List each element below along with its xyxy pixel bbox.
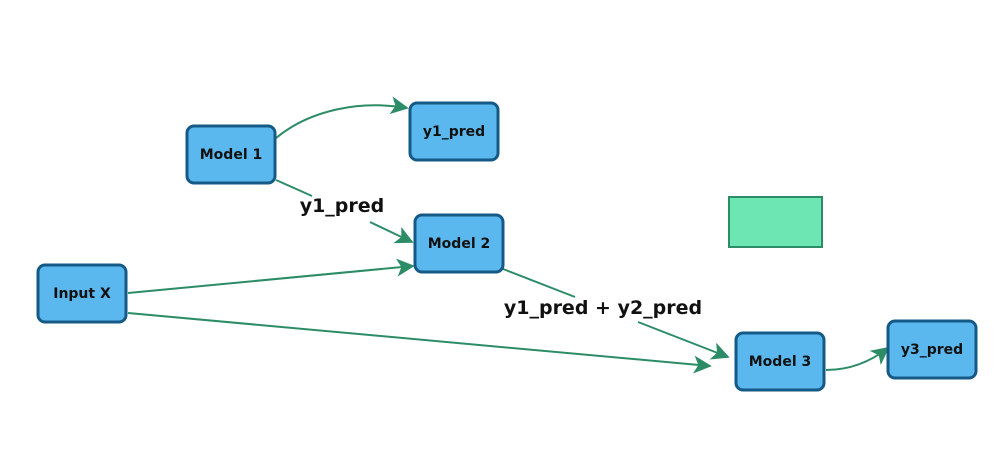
node-y1-pred-label: y1_pred <box>423 124 485 140</box>
node-y3-pred-label: y3_pred <box>901 342 963 358</box>
edge-input-to-model3 <box>127 312 712 374</box>
edge-model1-to-y1pred <box>275 96 409 139</box>
edge-label-model2-to-model3: y1_pred + y2_pred <box>504 297 702 319</box>
node-y1-pred-box <box>408 101 500 162</box>
edge-label-to-model3 <box>637 321 730 360</box>
node-y1-pred: y1_pred <box>408 101 500 162</box>
node-input-x: Input X <box>36 263 128 324</box>
node-model-1-box <box>185 124 277 185</box>
node-y3-pred-box <box>886 319 978 380</box>
node-input-x-label: Input X <box>53 286 111 302</box>
node-input-x-box <box>36 263 128 324</box>
edge-model1-to-label <box>275 179 313 197</box>
node-model-3-box <box>734 331 826 392</box>
node-model-2-label: Model 2 <box>428 236 490 252</box>
edge-label-to-model2 <box>369 221 414 244</box>
node-y3-pred: y3_pred <box>886 319 978 380</box>
edge-input-to-model2 <box>127 258 415 294</box>
node-model-2: Model 2 <box>413 213 505 274</box>
edge-model2-to-label <box>502 268 576 298</box>
node-model-1-label: Model 1 <box>200 147 262 163</box>
green-swatch <box>728 196 823 248</box>
edge-label-model1-to-model2: y1_pred <box>300 195 385 217</box>
node-model-3: Model 3 <box>734 331 826 392</box>
edge-model3-to-y3pred <box>825 346 890 371</box>
node-model-3-label: Model 3 <box>749 354 811 370</box>
node-model-2-box <box>413 213 505 274</box>
node-model-1: Model 1 <box>185 124 277 185</box>
